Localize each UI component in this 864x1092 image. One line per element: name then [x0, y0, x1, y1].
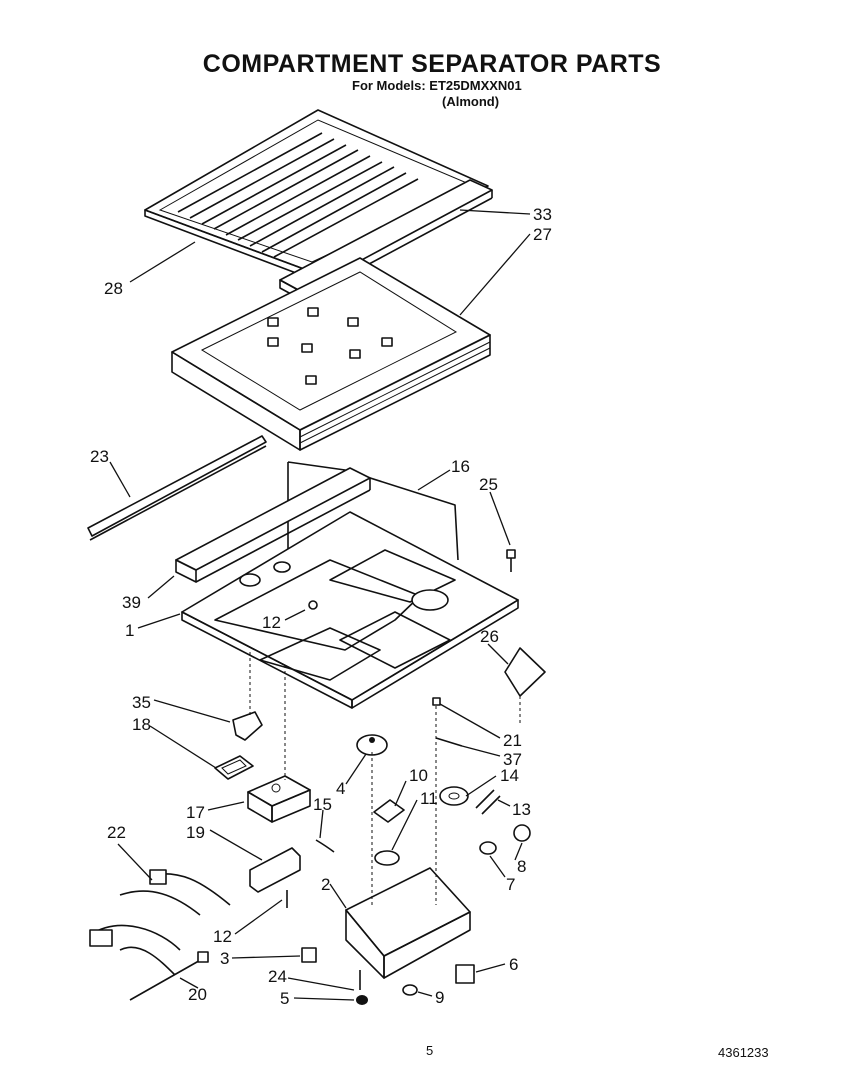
callout-25: 25	[479, 475, 498, 494]
callout-11: 11	[420, 789, 438, 808]
callout-24: 24	[268, 967, 287, 986]
callout-16: 16	[451, 457, 470, 476]
callout-26: 26	[480, 627, 499, 646]
callout-12-lower: 12	[213, 927, 232, 946]
callout-27: 27	[533, 225, 552, 244]
callout-18: 18	[132, 715, 151, 734]
part-13-rod	[475, 789, 501, 815]
callout-6: 6	[509, 955, 518, 974]
part-35-clip	[232, 711, 263, 741]
part-14-gear	[439, 786, 469, 806]
part-3-connector	[301, 947, 317, 963]
assembly-lines	[249, 652, 521, 905]
leader-lines	[109, 209, 531, 1001]
part-10-switch	[373, 799, 405, 823]
part-39-front-rail	[175, 467, 371, 583]
callout-35: 35	[132, 693, 151, 712]
part-6-cap	[455, 964, 475, 984]
callout-15: 15	[313, 795, 332, 814]
part-26-bracket	[504, 647, 546, 697]
callout-10: 10	[409, 766, 428, 785]
callout-9: 9	[435, 988, 444, 1007]
page-number: 5	[426, 1043, 434, 1058]
page-title: COMPARTMENT SEPARATOR PARTS	[202, 50, 662, 78]
callout-20: 20	[188, 985, 207, 1004]
callout-1: 1	[125, 621, 134, 640]
callout-37: 37	[503, 750, 522, 769]
callout-19: 19	[186, 823, 205, 842]
callout-39: 39	[122, 593, 141, 612]
callout-7: 7	[506, 875, 515, 894]
callout-14: 14	[500, 766, 519, 785]
part-20-wire-lead	[129, 951, 209, 1001]
callout-13: 13	[512, 800, 531, 819]
callout-33: 33	[533, 205, 552, 224]
callout-4: 4	[336, 779, 345, 798]
part-37-rod	[435, 737, 463, 747]
callout-5: 5	[280, 989, 289, 1008]
part-11-washer	[374, 850, 400, 866]
callout-23: 23	[90, 447, 109, 466]
callout-labels: 33 27 28 23 16 25 39 1 12 26 35 18 21 37…	[90, 205, 552, 1008]
part-1-separator-panel	[181, 511, 519, 709]
callout-12-upper: 12	[262, 613, 281, 632]
models-line: For Models: ET25DMXXN01	[352, 78, 522, 93]
part-9-grommet	[402, 984, 418, 996]
part-25-screw	[506, 549, 516, 572]
part-23-gasket-strip	[87, 435, 267, 541]
part-2-control-bracket	[345, 867, 471, 979]
document-number: 4361233	[718, 1045, 769, 1060]
part-15-spring	[315, 839, 335, 853]
part-18-gasket-frame	[214, 755, 254, 780]
part-17-control-housing	[247, 775, 311, 823]
callout-21: 21	[503, 731, 522, 750]
part-8-disc	[513, 824, 531, 842]
part-5-nut	[356, 995, 368, 1005]
part-27-separator-frame	[171, 257, 491, 451]
callout-22: 22	[107, 823, 126, 842]
part-21-screw	[432, 697, 441, 706]
callout-28: 28	[104, 279, 123, 298]
part-12-screw-upper	[308, 600, 318, 610]
part-28-shelf-grille	[144, 109, 489, 280]
callout-3: 3	[220, 949, 229, 968]
part-22-wire-harness	[89, 869, 231, 976]
part-19-bracket	[249, 847, 301, 893]
callout-17: 17	[186, 803, 205, 822]
callout-2: 2	[321, 875, 330, 894]
color-line: (Almond)	[442, 94, 500, 109]
callout-8: 8	[517, 857, 526, 876]
part-4-knob	[356, 734, 388, 756]
part-7-clip	[479, 841, 497, 855]
